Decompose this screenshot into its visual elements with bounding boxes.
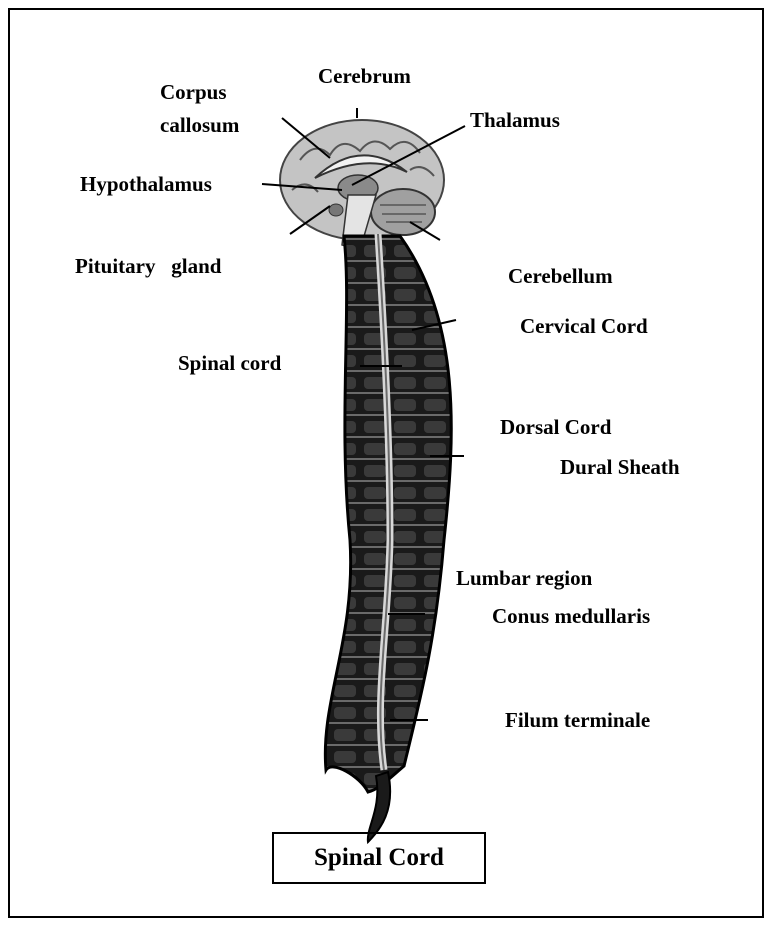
label-pituitary-gland: Pituitary gland	[75, 254, 221, 279]
label-cerebrum: Cerebrum	[318, 64, 411, 89]
label-callosum: callosum	[160, 113, 239, 138]
label-conus-medullaris: Conus medullaris	[492, 604, 650, 629]
diagram-title: Spinal Cord	[314, 844, 444, 872]
label-lumbar-region: Lumbar region	[456, 566, 592, 591]
label-corpus: Corpus	[160, 80, 227, 105]
cerebellum-shape	[371, 189, 435, 235]
pituitary-shape	[329, 204, 343, 216]
label-filum-terminale: Filum terminale	[505, 708, 650, 733]
label-dorsal-cord: Dorsal Cord	[500, 415, 611, 440]
label-cervical-cord: Cervical Cord	[520, 314, 648, 339]
brain	[280, 120, 444, 250]
label-cerebellum: Cerebellum	[508, 264, 613, 289]
label-dural-sheath: Dural Sheath	[560, 455, 680, 480]
label-spinal-cord: Spinal cord	[178, 351, 281, 376]
label-thalamus: Thalamus	[470, 108, 560, 133]
label-hypothalamus: Hypothalamus	[80, 172, 212, 197]
title-box: Spinal Cord	[272, 832, 486, 884]
